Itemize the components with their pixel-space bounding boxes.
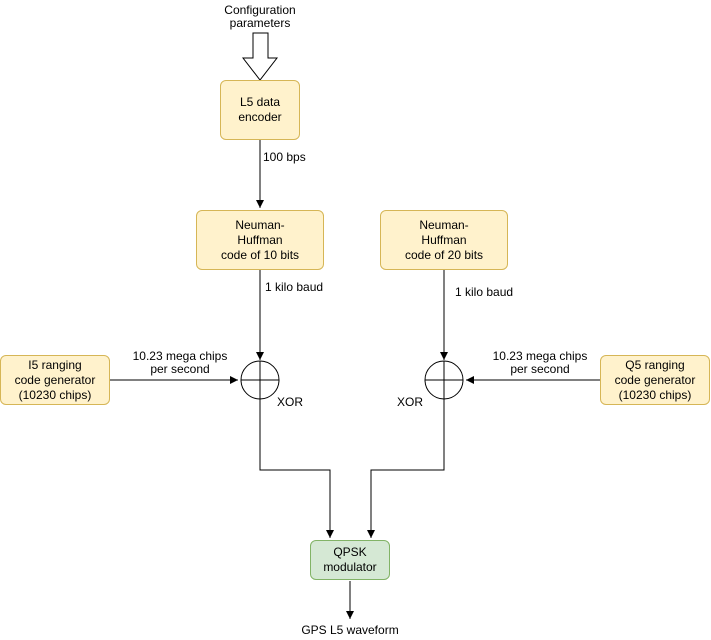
baud-right-label: 1 kilo baud [455,285,514,299]
edge-xor-right-to-qpsk [367,399,445,538]
chips-left-label: 10.23 mega chips per second [132,349,228,376]
q5-ranging-code-generator-block: Q5 ranging code generator (10230 chips) [600,355,710,405]
neuman-huffman-10-block: Neuman- Huffman code of 10 bits [196,210,324,270]
xor-right-label: XOR [397,395,424,409]
neuman-huffman-20-block: Neuman- Huffman code of 20 bits [380,210,508,270]
xor-left-label: XOR [277,395,304,409]
chips-right-label: 10.23 mega chips per second [492,349,588,376]
rate-100bps-label: 100 bps [263,150,306,164]
qpsk-modulator-block: QPSK modulator [310,540,390,580]
config-parameters-label: Configuration parameters [224,3,296,30]
xor-right-symbol [424,360,464,400]
l5-data-encoder-block: L5 data encoder [220,80,300,140]
gps-l5-waveform-label: GPS L5 waveform [301,623,399,637]
baud-left-label: 1 kilo baud [265,280,324,294]
edge-xor-left-to-qpsk [259,399,334,538]
i5-ranging-code-generator-block: I5 ranging code generator (10230 chips) [0,355,110,405]
config-input-arrow [241,32,279,81]
xor-left-symbol [240,360,280,400]
